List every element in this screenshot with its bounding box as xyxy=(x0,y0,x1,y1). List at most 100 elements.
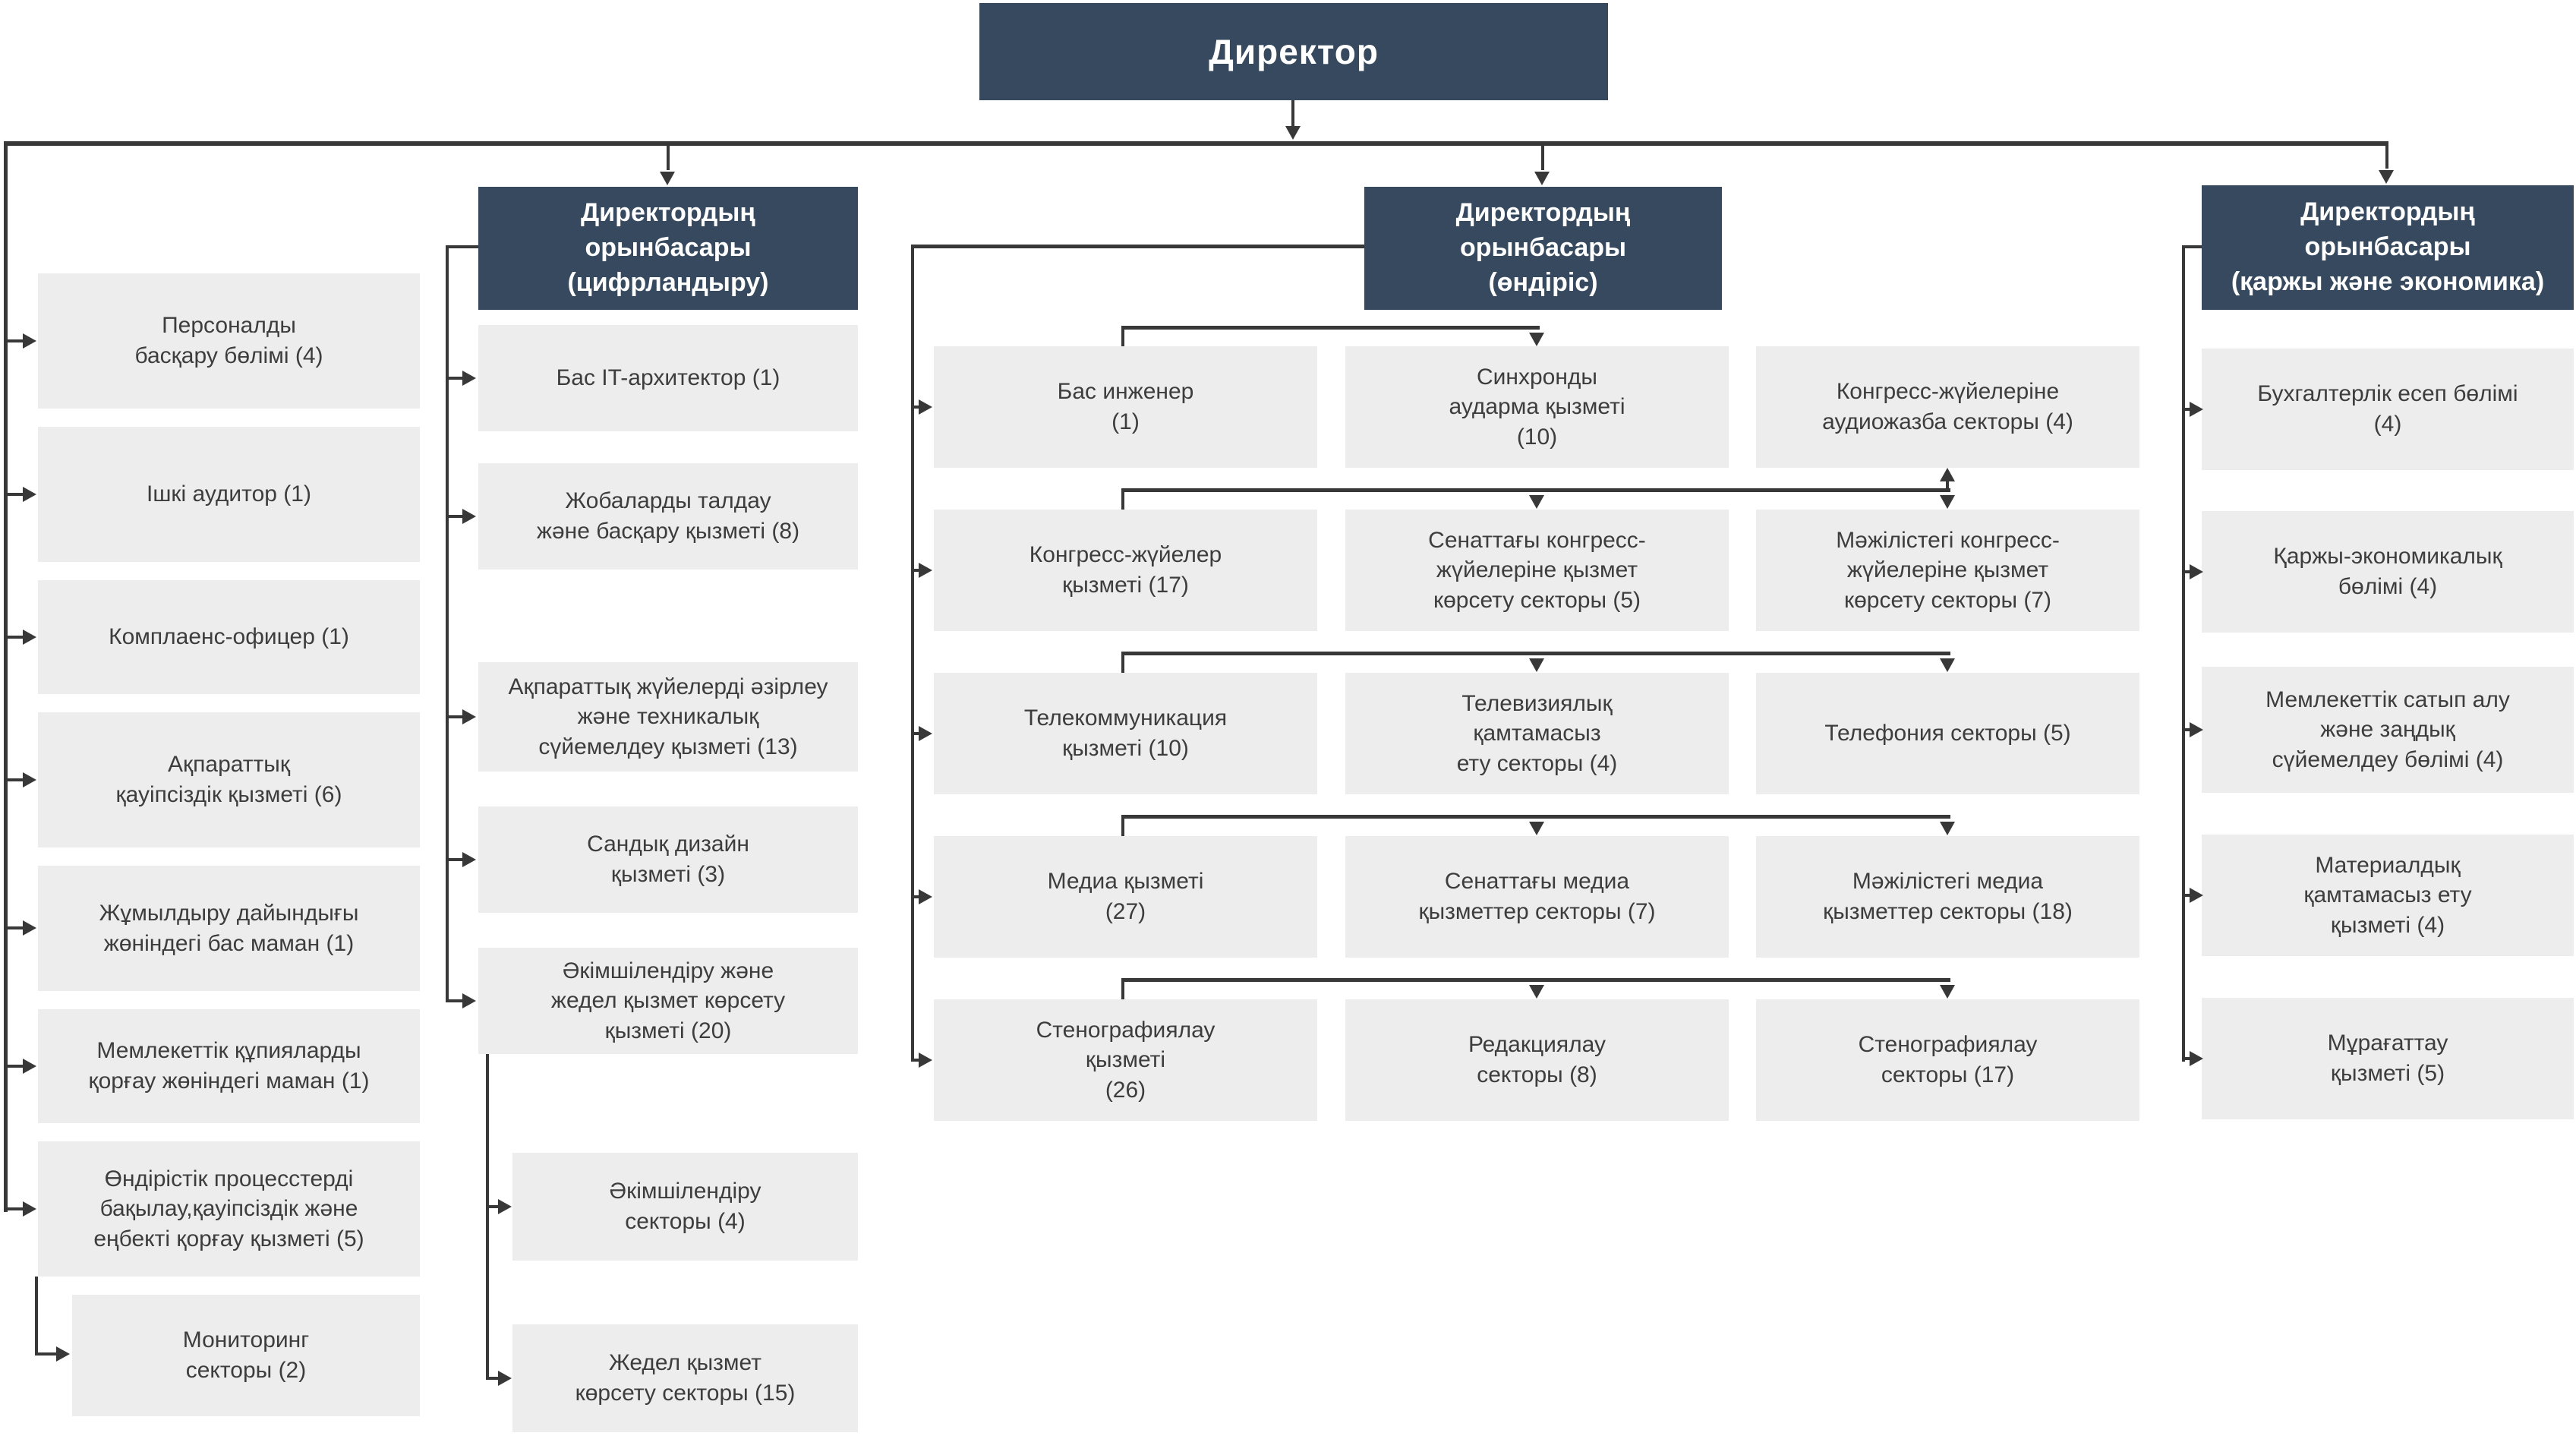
connector-row5-run xyxy=(1121,978,1950,982)
arrow-digi-1 xyxy=(462,371,476,386)
node-senate-media-sector: Сенаттағы медиа қызметтер секторы (7) xyxy=(1345,836,1729,958)
connector-digi-3 xyxy=(447,715,465,718)
arrow-digi-4 xyxy=(462,852,476,867)
connector-fin-5 xyxy=(2183,1057,2194,1060)
connector-digi-1 xyxy=(447,377,465,380)
arrow-row2-c xyxy=(1940,495,1955,509)
arrow-finance-down xyxy=(2379,170,2394,184)
deputy-production-header: Директордың орынбасары (өндіріс) xyxy=(1364,187,1722,310)
connector-prod-r1 xyxy=(913,406,923,409)
node-internal-auditor: Ішкі аудитор (1) xyxy=(38,427,420,562)
arrow-director-down xyxy=(1285,126,1301,140)
node-administration-rapid-service: Әкімшілендіру және жедел қызмет көрсету … xyxy=(478,948,858,1054)
arrow-row4-b xyxy=(1529,822,1544,835)
connector-fin-1 xyxy=(2183,408,2194,411)
node-production-control-service: Өндірістік процесстерді бақылау,қауіпсіз… xyxy=(38,1141,420,1277)
arrow-row5-b xyxy=(1529,985,1544,999)
arrow-prod-r3 xyxy=(919,726,932,741)
connector-left-3 xyxy=(6,636,26,639)
arrow-monitoring xyxy=(56,1346,70,1362)
arrow-digitalization-down xyxy=(660,172,675,185)
arrow-digi-sub-2 xyxy=(498,1371,512,1386)
connector-row2-up-stub xyxy=(1946,480,1949,491)
arrow-prod-r1 xyxy=(919,399,932,415)
node-mobilization-specialist: Жұмылдыру дайындығы жөніндегі бас маман … xyxy=(38,866,420,991)
connector-monitoring-drop xyxy=(35,1277,38,1356)
node-administration-sector: Әкімшілендіру секторы (4) xyxy=(512,1153,858,1261)
arrow-left-1 xyxy=(23,333,36,349)
connector-left-7 xyxy=(6,1207,26,1210)
connector-finance-link xyxy=(2182,245,2202,248)
node-state-secrets-specialist: Мемлекеттік құпияларды қорғау жөніндегі … xyxy=(38,1009,420,1123)
node-archiving-service: Мұрағаттау қызметі (5) xyxy=(2202,998,2574,1119)
connector-left-6 xyxy=(6,1065,26,1068)
node-senate-congress-sector: Сенаттағы конгресс- жүйелеріне қызмет кө… xyxy=(1345,510,1729,631)
arrow-prod-r2 xyxy=(919,563,932,578)
connector-monitoring-run xyxy=(35,1352,59,1356)
node-is-development-service: Ақпараттық жүйелерді әзірлеу және техник… xyxy=(478,662,858,772)
connector-prod-r3 xyxy=(913,732,923,735)
node-digital-design-service: Сандық дизайн қызметі (3) xyxy=(478,806,858,913)
arrow-left-4 xyxy=(23,772,36,787)
connector-row5-stub xyxy=(1121,980,1124,999)
arrow-fin-5 xyxy=(2190,1051,2203,1066)
node-stenography-service: Стенографиялау қызметі (26) xyxy=(934,999,1317,1121)
node-sync-translation-service: Синхронды аударма қызметі (10) xyxy=(1345,346,1729,468)
deputy-finance-header: Директордың орынбасары (қаржы және эконо… xyxy=(2202,185,2574,310)
connector-left-1 xyxy=(6,339,26,342)
connector-row4-run xyxy=(1121,815,1950,819)
node-telecom-service: Телекоммуникация қызметі (10) xyxy=(934,673,1317,794)
connector-row2-stub xyxy=(1121,490,1124,510)
node-editing-sector: Редакциялау секторы (8) xyxy=(1345,999,1729,1121)
node-hr-department: Персоналды басқару бөлімі (4) xyxy=(38,273,420,409)
node-material-support-service: Материалдық қамтамасыз ету қызметі (4) xyxy=(2202,835,2574,956)
connector-digi-5 xyxy=(447,999,465,1002)
node-project-analysis-service: Жобаларды талдау және басқару қызметі (8… xyxy=(478,463,858,570)
connector-prod-r5 xyxy=(913,1059,923,1062)
node-tv-support-sector: Телевизиялық қамтамасыз ету секторы (4) xyxy=(1345,673,1729,794)
arrow-row2-up-to-audio-sector xyxy=(1940,468,1955,481)
arrow-production-down xyxy=(1534,172,1550,185)
arrow-prod-r4 xyxy=(919,889,932,904)
connector-digitalization-link xyxy=(446,245,478,248)
node-accounting-department: Бухгалтерлік есеп бөлімі (4) xyxy=(2202,349,2574,470)
arrow-digi-5 xyxy=(462,993,476,1008)
deputy-digitalization-header: Директордың орынбасары (цифрландыру) xyxy=(478,187,858,310)
node-rapid-service-sector: Жедел қызмет көрсету секторы (15) xyxy=(512,1324,858,1432)
node-congress-audio-sector: Конгресс-жүйелеріне аудиожазба секторы (… xyxy=(1756,346,2139,468)
connector-digitalization-spine xyxy=(446,245,449,1002)
node-compliance-officer: Комплаенс-офицер (1) xyxy=(38,580,420,694)
arrow-row5-c xyxy=(1940,985,1955,999)
connector-fin-4 xyxy=(2183,894,2194,897)
arrow-prod-r5 xyxy=(919,1053,932,1068)
connector-row1-stub xyxy=(1121,327,1124,346)
node-chief-it-architect: Бас IT-архитектор (1) xyxy=(478,325,858,431)
connector-row3-run xyxy=(1121,652,1950,655)
connector-row2-run xyxy=(1121,488,1950,492)
arrow-row1-b xyxy=(1529,333,1544,346)
connector-fin-3 xyxy=(2183,728,2194,731)
connector-stem-digitalization xyxy=(667,146,670,170)
node-infosec-service: Ақпараттық қауіпсіздік қызметі (6) xyxy=(38,712,420,847)
director-box: Директор xyxy=(979,3,1608,100)
connector-production-link xyxy=(911,245,1364,248)
node-chief-engineer: Бас инженер (1) xyxy=(934,346,1317,468)
arrow-left-5 xyxy=(23,920,36,936)
node-telephony-sector: Телефония секторы (5) xyxy=(1756,673,2139,794)
node-congress-systems-service: Конгресс-жүйелер қызметі (17) xyxy=(934,510,1317,631)
node-procurement-legal-department: Мемлекеттік сатып алу және заңдық сүйеме… xyxy=(2202,667,2574,793)
connector-digi-2 xyxy=(447,515,465,518)
arrow-row3-c xyxy=(1940,658,1955,672)
connector-digi-sub-2 xyxy=(487,1377,501,1380)
connector-digi-4 xyxy=(447,858,465,861)
connector-left-4 xyxy=(6,778,26,781)
connector-digi-sub-spine xyxy=(486,1054,489,1380)
connector-fin-2 xyxy=(2183,570,2194,573)
connector-left-5 xyxy=(6,926,26,929)
connector-stem-production xyxy=(1541,146,1544,170)
arrow-digi-3 xyxy=(462,709,476,724)
arrow-fin-1 xyxy=(2190,402,2203,417)
connector-prod-r2 xyxy=(913,569,923,572)
connector-row3-stub xyxy=(1121,653,1124,673)
